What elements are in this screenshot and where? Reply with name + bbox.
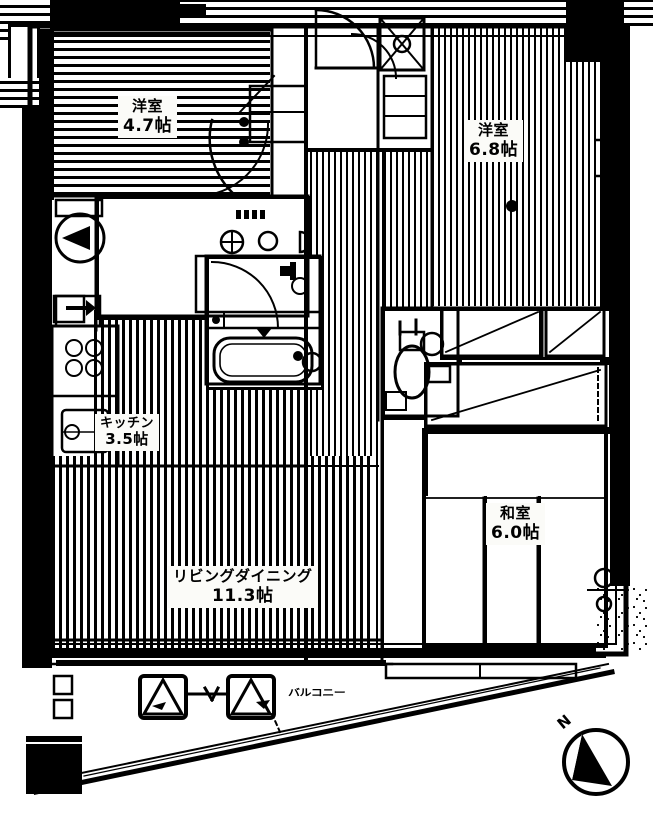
bottom-left-column-stripe: [26, 736, 82, 742]
balcony-inner-rail: [56, 660, 386, 666]
room-label-living-dining-11-3: リビングダイニング 11.3帖: [168, 566, 318, 608]
room-label-yoshitsu-4-7: 洋室 4.7帖: [118, 96, 178, 138]
right-outer-wall-edge: [624, 26, 630, 646]
balcony-top-rail: [46, 648, 606, 658]
bottom-right-texture: [596, 586, 648, 652]
washitsu-inner-divider-left: [424, 496, 487, 646]
room-name: リビングダイニング: [173, 567, 313, 585]
room-name: 洋室: [478, 121, 510, 139]
room-size: 6.8帖: [469, 139, 519, 160]
compass-rose: N: [552, 711, 636, 800]
left-outer-wall: [30, 108, 52, 668]
living-floor-hatch: [52, 456, 372, 656]
room-4-7-top-wall: [86, 4, 206, 18]
balcony-label: バルコニー: [288, 685, 346, 700]
room-name: キッチン: [100, 416, 155, 431]
room-size: 11.3帖: [212, 585, 274, 606]
bathroom-white: [206, 256, 324, 390]
room-name: 和室: [500, 504, 532, 522]
room-size: 6.0帖: [491, 522, 541, 543]
room-label-kitchen-3-5: キッチン 3.5帖: [95, 414, 160, 452]
bottom-left-column: [26, 744, 82, 794]
room-label-yoshitsu-6-8: 洋室 6.8帖: [464, 120, 524, 162]
right-hall-hatch: [384, 150, 430, 310]
room-6-8-floor-hatch: [432, 26, 602, 306]
room-size: 4.7帖: [123, 115, 173, 136]
closet-white-b: [540, 308, 612, 360]
closet-white-c: [424, 362, 612, 430]
room-name: 洋室: [132, 97, 164, 115]
room-label-washitsu-6-0: 和室 6.0帖: [486, 503, 546, 545]
upper-left-opening: [8, 24, 40, 84]
closet-white-a: [440, 308, 542, 360]
left-outer-wall-edge: [22, 108, 30, 668]
room-size: 3.5帖: [105, 430, 149, 449]
